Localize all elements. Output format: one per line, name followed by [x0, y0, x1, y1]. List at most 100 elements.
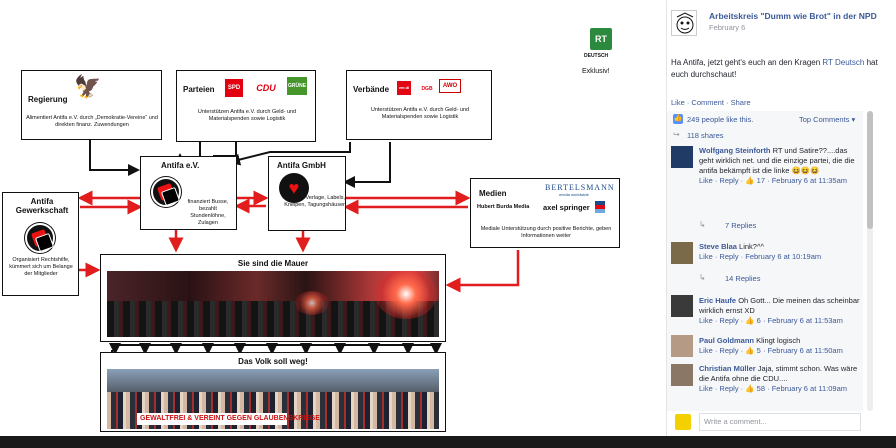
reply-arrow-icon: ↳ [699, 273, 706, 282]
awo-logo-icon: AWO [439, 79, 461, 93]
caret-down-icon: ▾ [851, 115, 856, 124]
replies-link[interactable]: 7 Replies [725, 221, 757, 230]
reply-arrow-icon: ↳ [699, 220, 706, 229]
comment: Christian Müller Jaja, stimmt schon. Was… [699, 364, 861, 394]
antifa-flag-icon [25, 223, 55, 253]
box-verbaende: Verbände ver.di DGB AWO Unterstützen Ant… [346, 70, 492, 140]
box-antifa-gmbh: Antifa GmbH ♥ Verlage, Labels, Kneipen, … [268, 156, 346, 231]
diagram-arrows [38, 140, 520, 358]
commenter-name[interactable]: Paul Goldmann [699, 336, 755, 345]
antifa-ev-text: finanziert Busse, bezahlt Stundenlöhne, … [187, 199, 229, 226]
regierung-text: Alimentiert Antifa e.V. durch „Demokrati… [26, 115, 158, 128]
commenter-name[interactable]: Eric Haufe [699, 296, 737, 305]
box-mauer: Sie sind die Mauer [100, 254, 446, 342]
share-icon: ↪ [673, 130, 680, 139]
verbaende-text: Unterstützen Antifa e.V. durch Geld- und… [370, 107, 470, 120]
bottom-bar [0, 436, 896, 448]
commenter-name[interactable]: Christian Müller [699, 364, 756, 373]
parteien-text: Unterstützen Antifa e.V. durch Geld- und… [197, 109, 297, 122]
diagram-image: 🦅 Regierung Alimentiert Antifa e.V. durc… [0, 0, 666, 436]
comment: Steve Blaa Link?^^ Like · Reply · Februa… [699, 242, 861, 262]
gewerkschaft-title: Antifa Gewerkschaft [15, 197, 69, 215]
heart-icon: ♥ [279, 173, 309, 203]
comment-text: Oh Gott... Die meinen das scheinbar wirk… [699, 296, 860, 315]
antifa-ev-title: Antifa e.V. [161, 161, 200, 170]
commenter-name[interactable]: Steve Blaa [699, 242, 737, 251]
likes-count[interactable]: 249 people like this. [687, 115, 754, 124]
antifa-gmbh-title: Antifa GmbH [277, 161, 326, 170]
volk-title: Das Volk soll weg! [238, 357, 308, 366]
comment: Eric Haufe Oh Gott... Die meinen das sch… [699, 296, 861, 326]
burda-logo: Hubert Burda Media [477, 204, 530, 210]
antifa-protest-photo [107, 271, 439, 337]
commenter-avatar[interactable] [671, 242, 693, 264]
eagle-icon: 🦅 [74, 74, 102, 99]
comment-meta[interactable]: Like · Reply · 👍 6 · February 6 at 11:53… [699, 316, 843, 325]
top-comments-dropdown[interactable]: Top Comments ▾ [799, 115, 855, 124]
page-name-link[interactable]: Arbeitskreis "Dumm wie Brot" in der NPD [709, 11, 877, 21]
comment-text: Link?^^ [739, 242, 765, 251]
rt-deutsch-link[interactable]: RT Deutsch [822, 58, 865, 67]
comment-meta[interactable]: Like · Reply · 👍 5 · February 6 at 11:50… [699, 346, 843, 355]
facebook-post: Arbeitskreis "Dumm wie Brot" in der NPD … [666, 0, 896, 436]
bertelsmann-sub: media worldwide [559, 192, 589, 197]
cartoon-face-icon [676, 12, 694, 34]
protest-banner: GEWALTFREI & VEREINT GEGEN GLAUBENSKRIEG… [137, 413, 320, 425]
comment: Paul Goldmann Klingt logisch Like · Repl… [699, 336, 861, 356]
commenter-avatar[interactable] [671, 295, 693, 317]
box-medien: Medien BERTELSMANN media worldwide Huber… [470, 178, 620, 248]
gruene-logo-icon: GRÜNE [287, 77, 307, 95]
comment-text: Jaja, stimmt schon. Was wäre die Antifa … [699, 364, 858, 383]
post-date[interactable]: February 6 [709, 23, 746, 32]
page-avatar[interactable] [671, 10, 697, 36]
comment-text: RT und Satire??....das geht wirklich net… [699, 146, 855, 175]
cdu-logo-icon: CDU [251, 81, 281, 95]
commenter-name[interactable]: Wolfgang Steinforth [699, 146, 771, 155]
demonstration-photo: GEWALTFREI & VEREINT GEGEN GLAUBENSKRIEG… [107, 369, 439, 429]
springer-icon [595, 201, 605, 213]
parteien-title: Parteien [183, 85, 215, 94]
comments-panel [667, 111, 863, 411]
dgb-logo-icon: DGB [419, 82, 435, 96]
gewerkschaft-text: Organisiert Rechtshilfe, kümmert sich um… [9, 257, 73, 277]
comment-meta[interactable]: Like · Reply · February 6 at 10:19am [699, 252, 822, 261]
box-antifa-ev: Antifa e.V. finanziert Busse, bezahlt St… [140, 156, 237, 230]
post-text: Ha Antifa, jetzt geht's euch an den Krag… [671, 57, 893, 81]
top-comments-label: Top Comments [799, 115, 850, 124]
scrollbar-thumb[interactable] [867, 111, 873, 229]
box-volk: Das Volk soll weg! GEWALTFREI & VEREINT … [100, 352, 446, 432]
antifa-flag-icon [151, 177, 181, 207]
box-regierung: 🦅 Regierung Alimentiert Antifa e.V. durc… [21, 70, 162, 140]
box-gewerkschaft: Antifa Gewerkschaft Organisiert Rechtshi… [2, 192, 79, 296]
regierung-title: Regierung [28, 95, 68, 104]
own-avatar [675, 414, 691, 430]
bertelsmann-logo: BERTELSMANN [545, 183, 615, 192]
comment-input[interactable]: Write a comment... [699, 413, 861, 431]
verbaende-title: Verbände [353, 85, 390, 94]
scrollbar[interactable] [867, 111, 873, 411]
medien-text: Mediale Unterstützung durch positive Ber… [480, 226, 612, 239]
commenter-avatar[interactable] [671, 364, 693, 386]
comment-meta[interactable]: Like · Reply · 👍 17 · February 6 at 11:3… [699, 176, 848, 185]
replies-link[interactable]: 14 Replies [725, 274, 761, 283]
verdi-logo-icon: ver.di [397, 81, 411, 95]
spd-logo-icon: SPD [225, 79, 243, 97]
flare-light [295, 291, 329, 315]
comment-text: Klingt logisch [756, 336, 801, 345]
comment: Wolfgang Steinforth RT und Satire??....d… [699, 146, 861, 186]
mauer-title: Sie sind die Mauer [237, 259, 309, 268]
post-actions[interactable]: Like · Comment · Share [671, 98, 751, 107]
flare-light [375, 271, 437, 319]
rt-logo-icon: RT [590, 28, 612, 50]
shares-count[interactable]: 118 shares [687, 131, 724, 140]
comment-meta[interactable]: Like · Reply · 👍 58 · February 6 at 11:0… [699, 384, 848, 393]
commenter-avatar[interactable] [671, 146, 693, 168]
box-parteien: Parteien SPD CDU GRÜNE Unterstützen Anti… [176, 70, 316, 142]
like-icon: 👍 [673, 114, 683, 124]
medien-title: Medien [479, 189, 507, 198]
commenter-avatar[interactable] [671, 335, 693, 357]
post-text-after: hat euch durchschaut! [671, 58, 878, 79]
springer-logo: axel springer [543, 203, 590, 212]
rt-exklusiv-label: Exklusiv! [582, 68, 610, 75]
antifa-gmbh-text: Verlage, Labels, Kneipen, Tagungshäuser [284, 195, 345, 208]
